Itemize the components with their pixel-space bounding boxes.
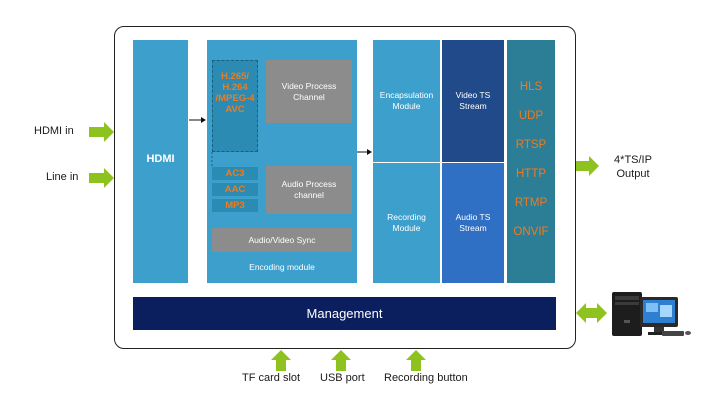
protocol-rtsp: RTSP xyxy=(515,139,547,151)
line-in-arrow-icon xyxy=(89,168,114,188)
video-codec-line: AVC xyxy=(225,104,245,115)
protocol-block: HLS UDP RTSP HTTP RTMP ONVIF xyxy=(507,40,555,283)
protocol-onvif: ONVIF xyxy=(513,226,549,238)
audio-ts-stream: Audio TS Stream xyxy=(442,163,504,283)
recording-button-arrow-icon xyxy=(406,350,426,371)
arrow-encoding-to-encapsulation-icon xyxy=(357,149,372,155)
encoding-module-label: Encoding module xyxy=(249,262,315,272)
audio-codec-aac: AAC xyxy=(212,183,258,196)
output-label: 4*TS/IP Output xyxy=(609,153,657,181)
audio-codec-ac3: AC3 xyxy=(212,167,258,180)
hdmi-in-arrow-icon xyxy=(89,122,114,142)
hdmi-block-label: HDMI xyxy=(146,153,175,165)
protocol-rtmp: RTMP xyxy=(514,197,548,209)
video-ts-stream: Video TS Stream xyxy=(442,40,504,162)
line-in-label: Line in xyxy=(46,171,79,183)
output-label-line2: Output xyxy=(616,168,650,180)
video-process-channel: Video Process Channel xyxy=(266,60,352,123)
output-label-line1: 4*TS/IP xyxy=(614,154,652,166)
management-bar: Management xyxy=(133,297,556,330)
recording-module: Recording Module xyxy=(373,163,440,283)
hdmi-block: HDMI xyxy=(133,40,188,283)
usb-arrow-icon xyxy=(331,350,351,371)
protocol-udp: UDP xyxy=(518,110,544,122)
recording-button-label: Recording button xyxy=(384,372,468,384)
arrow-hdmi-to-encoding-icon xyxy=(189,117,206,123)
hdmi-in-label: HDMI in xyxy=(34,125,74,137)
output-arrow-icon xyxy=(576,156,599,176)
encapsulation-module: Encapsulation Module xyxy=(373,40,440,162)
video-codec-box: H.265/ H.264 /MPEG-4 AVC xyxy=(212,60,258,152)
usb-port-label: USB port xyxy=(320,372,365,384)
management-bidirectional-arrow-icon xyxy=(576,303,607,323)
video-codec-line: /MPEG-4 xyxy=(215,93,255,104)
audio-codec-mp3: MP3 xyxy=(212,199,258,212)
video-codec-line: H.264 xyxy=(222,82,248,93)
protocol-hls: HLS xyxy=(519,81,543,93)
protocol-http: HTTP xyxy=(515,168,547,180)
audio-process-channel: Audio Process channel xyxy=(266,166,352,214)
tf-card-arrow-icon xyxy=(271,350,291,371)
video-codec-line: H.265/ xyxy=(221,71,249,82)
computer-icon xyxy=(612,292,691,336)
av-sync-box: Audio/Video Sync xyxy=(212,228,352,252)
tf-card-slot-label: TF card slot xyxy=(242,372,301,384)
